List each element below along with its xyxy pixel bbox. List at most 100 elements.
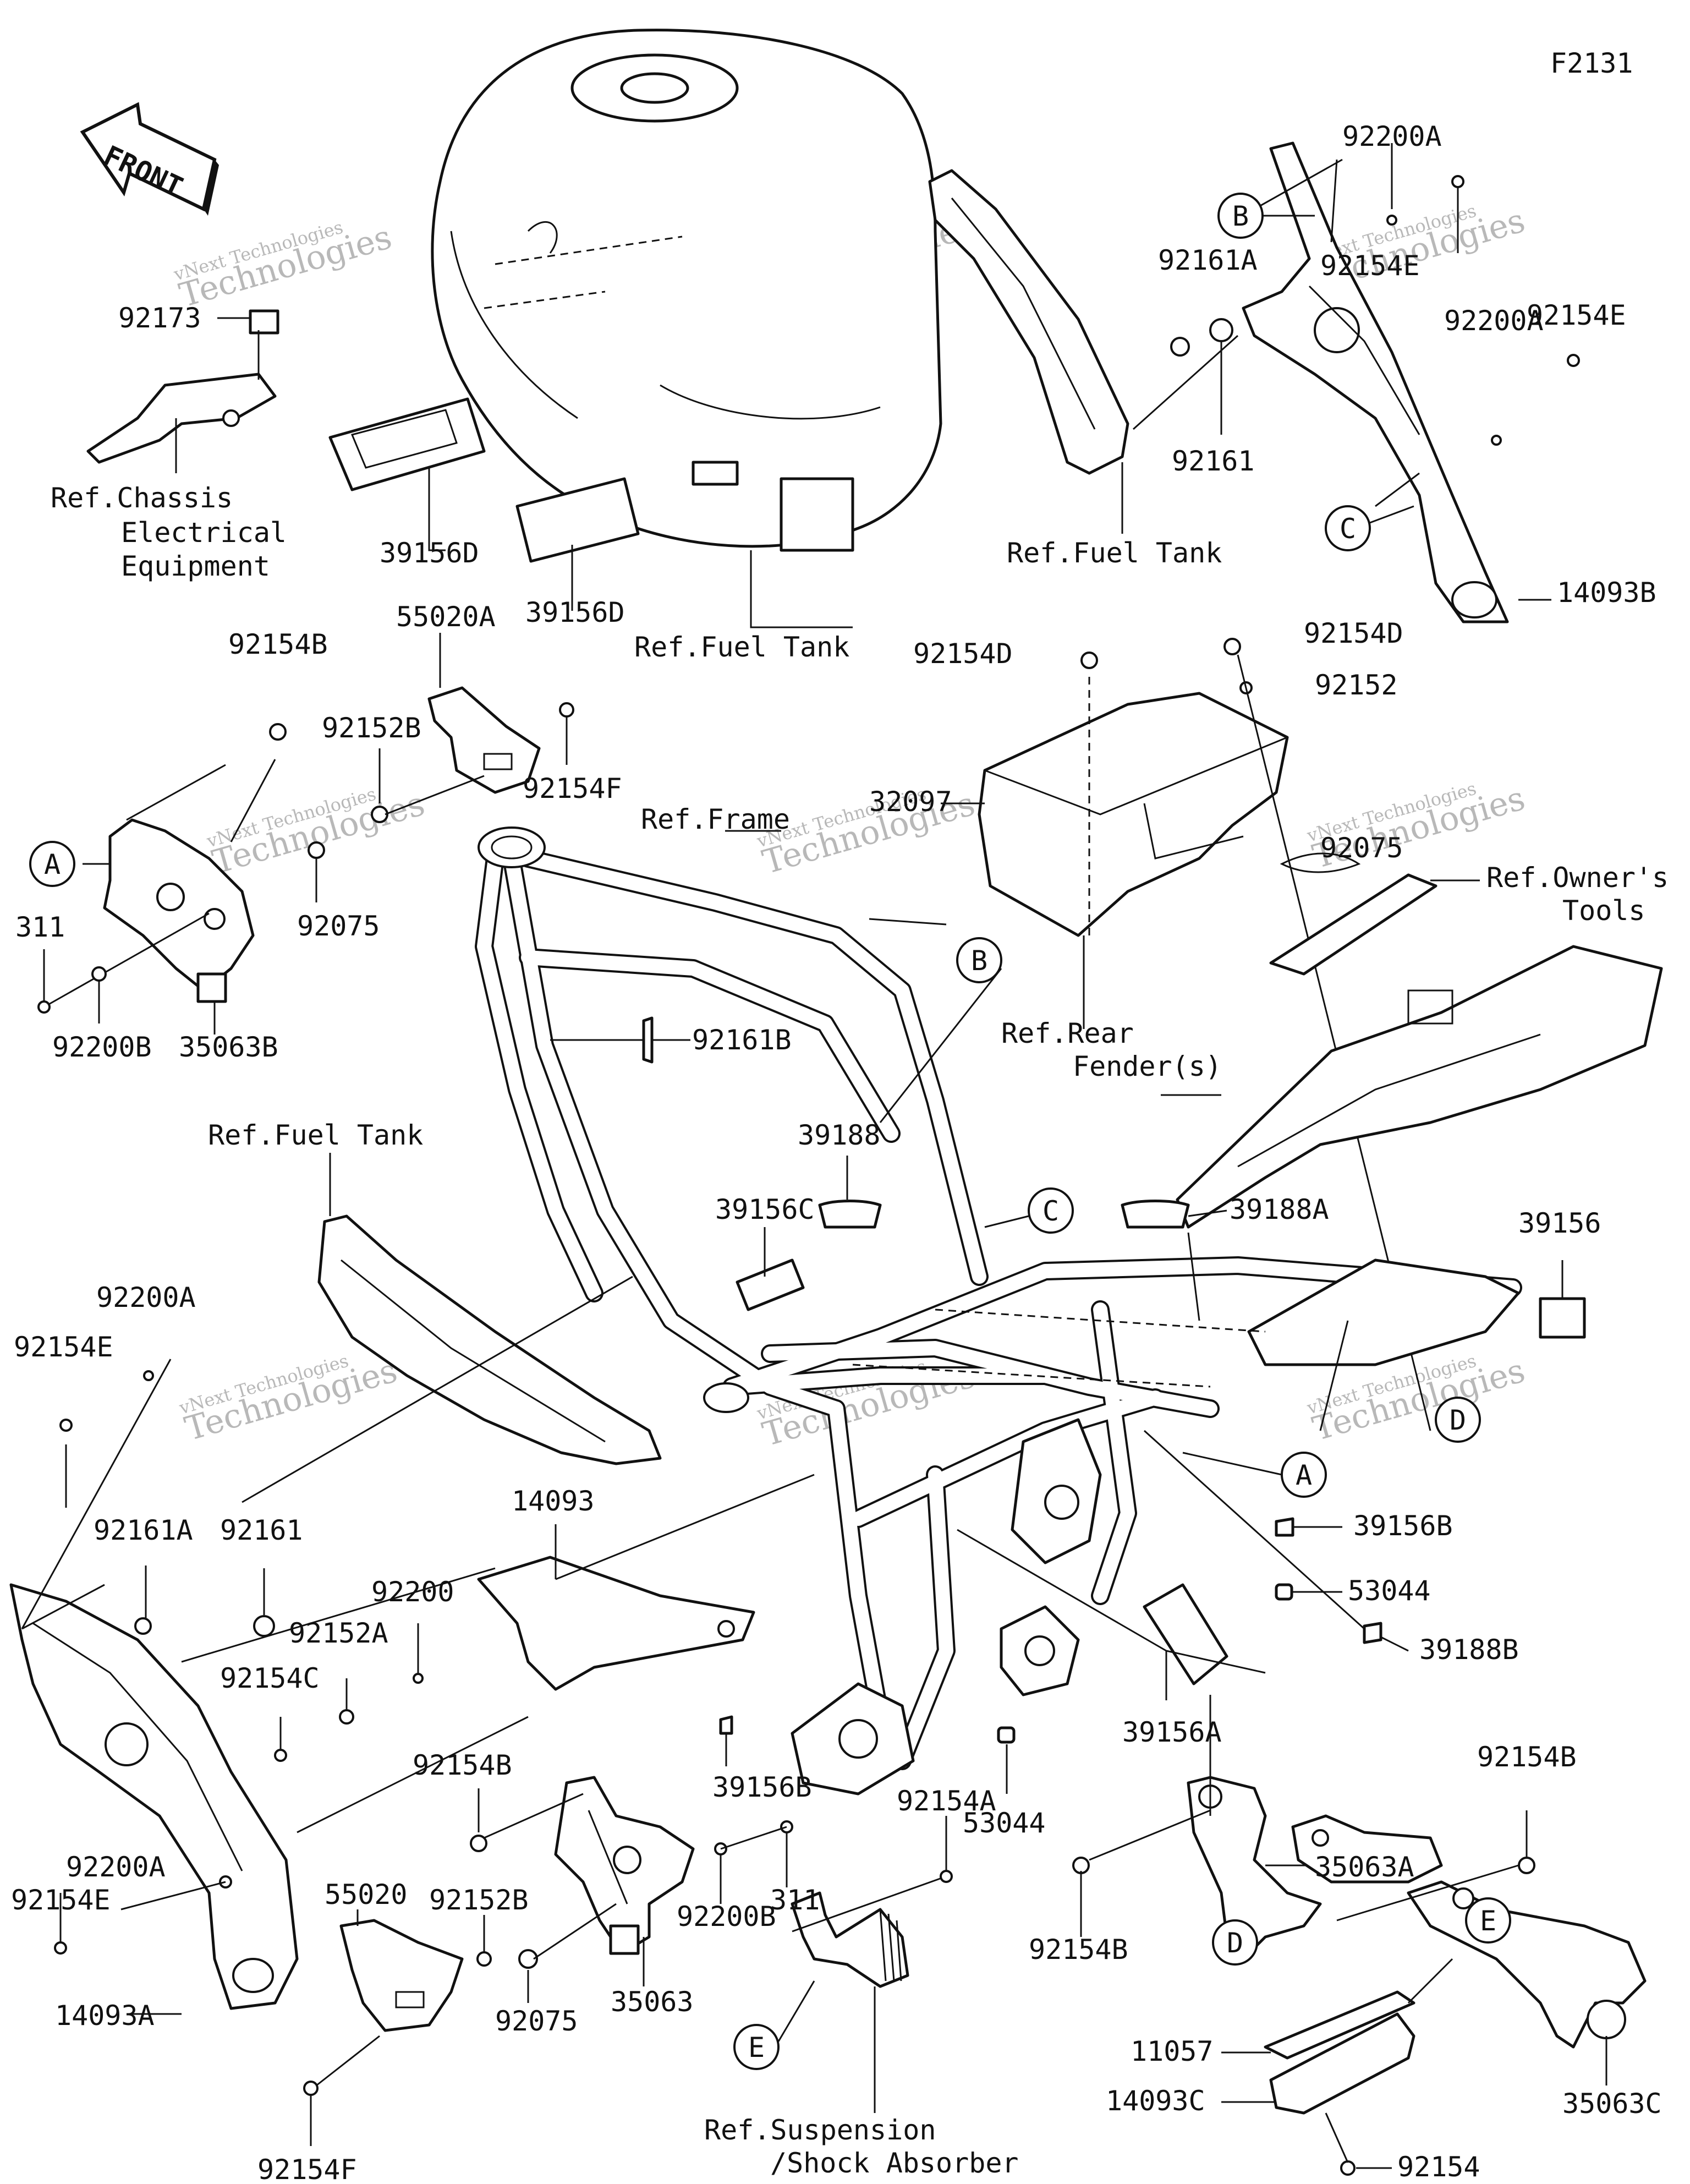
label-92152B: 92152B bbox=[429, 1884, 529, 1916]
leader-line bbox=[1319, 1320, 1349, 1431]
label-35063: 35063 bbox=[611, 1986, 694, 2018]
cap-39156B bbox=[719, 1715, 733, 1735]
damper-53044 bbox=[997, 1726, 1016, 1744]
label-92152B: 92152B bbox=[322, 712, 421, 744]
collar-92152A bbox=[339, 1709, 354, 1725]
label-35063A: 35063A bbox=[1315, 1851, 1414, 1883]
leader-line bbox=[1330, 159, 1338, 243]
washer-92075 bbox=[308, 841, 325, 859]
cap-39156B bbox=[1275, 1517, 1294, 1537]
frame-cover-14093A bbox=[9, 1583, 299, 2010]
rear-fender bbox=[1176, 945, 1663, 1229]
grommet-92161 bbox=[253, 1615, 275, 1637]
grommet-92161 bbox=[1209, 318, 1233, 342]
side-cover-left-edge bbox=[341, 1259, 606, 1443]
label-92200B: 92200B bbox=[677, 1901, 776, 1933]
leader-line bbox=[428, 468, 446, 551]
label-ref-owners-tools: Ref.Owner's bbox=[1486, 862, 1669, 894]
nut-92161A bbox=[1170, 337, 1190, 357]
sticker-39156 bbox=[1539, 1297, 1586, 1339]
washer-92200A bbox=[143, 1370, 154, 1381]
pad-39188B bbox=[1363, 1622, 1382, 1644]
electrical-bracket bbox=[86, 309, 279, 464]
leader-line bbox=[588, 1810, 628, 1904]
bolt-92154D bbox=[1080, 652, 1098, 669]
bolt-92154B bbox=[470, 1835, 487, 1852]
bolt-92154B bbox=[1518, 1857, 1535, 1874]
label-39156D: 39156D bbox=[525, 596, 625, 628]
leader-line bbox=[984, 1215, 1029, 1228]
label-ref-fuel-tank: Ref.Fuel Tank bbox=[208, 1119, 423, 1151]
label-14093C: 14093C bbox=[1106, 2085, 1205, 2117]
label-55020: 55020 bbox=[325, 1879, 408, 1911]
washer-92200 bbox=[413, 1673, 424, 1684]
callout-B: B bbox=[956, 937, 1002, 983]
label-92154E: 92154E bbox=[1527, 299, 1626, 331]
label-92152: 92152 bbox=[1315, 669, 1398, 701]
bolt-92154D bbox=[1223, 638, 1241, 655]
label-92154E: 92154E bbox=[14, 1331, 113, 1363]
label-14093A: 14093A bbox=[55, 2000, 155, 2032]
tray-32097 bbox=[978, 677, 1289, 937]
mount-hole bbox=[1312, 1829, 1329, 1847]
label-ref-rear-fender: Ref.Rear bbox=[1001, 1017, 1134, 1049]
washer-92200A bbox=[1491, 435, 1502, 446]
label-92154E: 92154E bbox=[11, 1884, 111, 1916]
svg-text:A: A bbox=[44, 849, 61, 880]
label-53044: 53044 bbox=[963, 1807, 1046, 1839]
callout-E: E bbox=[1465, 1897, 1511, 1944]
leader-line bbox=[879, 968, 1002, 1123]
bolt-92154E bbox=[54, 1941, 67, 1955]
leader-line bbox=[120, 1881, 226, 1911]
part-labels: 92173 Ref.Chassis Electrical Equipment 3… bbox=[11, 121, 1669, 2184]
label-ref-fuel-tank: Ref.Fuel Tank bbox=[1007, 537, 1222, 569]
footpeg-bracket-35063B bbox=[103, 818, 255, 1003]
shock-absorber bbox=[791, 1891, 909, 1988]
label-92154B: 92154B bbox=[228, 628, 328, 660]
cover-hole bbox=[717, 1620, 735, 1638]
leader-line bbox=[1369, 505, 1414, 524]
leader-line bbox=[297, 1716, 529, 1833]
label-92154E: 92154E bbox=[1320, 250, 1420, 282]
bolt-92154C bbox=[274, 1749, 287, 1762]
collar-92152B bbox=[476, 1951, 492, 1967]
label-35063C: 35063C bbox=[1562, 2088, 1662, 2120]
bracket-11057-mount bbox=[1291, 1814, 1443, 1884]
leader-line bbox=[957, 1529, 1167, 1652]
footpeg-35063C bbox=[1407, 1880, 1647, 2049]
callout-A: A bbox=[29, 841, 75, 887]
svg-text:D: D bbox=[1450, 1404, 1466, 1436]
label-53044: 53044 bbox=[1348, 1575, 1431, 1607]
label-311: 311 bbox=[770, 1884, 820, 1916]
leader-line bbox=[1407, 1958, 1453, 2004]
label-92075: 92075 bbox=[495, 2005, 578, 2037]
svg-text:E: E bbox=[1480, 1905, 1496, 1937]
label-92200: 92200 bbox=[371, 1576, 454, 1608]
callout-B: B bbox=[1217, 193, 1264, 239]
washer-92200A bbox=[1386, 215, 1397, 226]
cover-14093 bbox=[477, 1556, 755, 1691]
label-ref-rear-fender: Fender(s) bbox=[1073, 1050, 1222, 1082]
leader-line bbox=[21, 1359, 172, 1629]
heel-guard-55020A bbox=[427, 686, 541, 794]
label-ref-owners-tools: Tools bbox=[1562, 895, 1645, 927]
label-39156B: 39156B bbox=[712, 1771, 812, 1803]
label-39156: 39156 bbox=[1518, 1207, 1601, 1239]
svg-text:D: D bbox=[1227, 1927, 1243, 1959]
bolt-92154F bbox=[303, 2081, 319, 2096]
label-39188: 39188 bbox=[798, 1119, 881, 1151]
cover-14093C bbox=[1269, 2012, 1415, 2115]
label-92154A: 92154A bbox=[897, 1785, 996, 1817]
label-92154B: 92154B bbox=[1029, 1934, 1128, 1966]
label-92154C: 92154C bbox=[220, 1662, 320, 1694]
label-92154B: 92154B bbox=[413, 1749, 512, 1781]
svg-text:C: C bbox=[1042, 1195, 1059, 1227]
leader-line bbox=[242, 1276, 633, 1503]
side-cover-right bbox=[928, 169, 1129, 475]
svg-text:A: A bbox=[1296, 1459, 1312, 1491]
washer-92200B bbox=[91, 966, 107, 982]
leader-line bbox=[1380, 1636, 1409, 1652]
heel-guard-55020 bbox=[339, 1919, 464, 2032]
label-92161A: 92161A bbox=[1158, 244, 1258, 276]
